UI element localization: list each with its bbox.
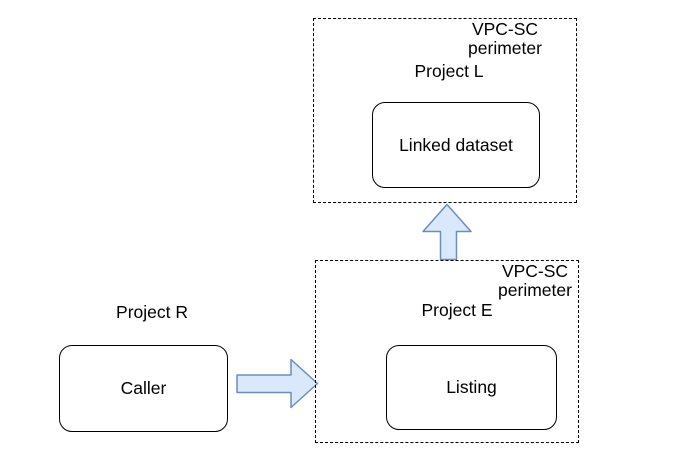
vpc-perimeter-bottom-label-line2: perimeter: [498, 280, 572, 300]
caller-node: Caller: [59, 345, 228, 432]
project-l-label: Project L: [414, 61, 484, 81]
arrow-up-listing-to-linked-dataset: [422, 203, 472, 261]
vpc-perimeter-bottom-label-line1: VPC-SC: [501, 261, 569, 281]
vpc-perimeter-bottom-label: VPC-SC perimeter: [455, 262, 615, 300]
vpc-perimeter-top-label-line1: VPC-SC: [471, 19, 539, 39]
vpc-perimeter-bottom: [315, 260, 579, 443]
project-r-label: Project R: [116, 302, 188, 322]
linked-dataset-node-label: Linked dataset: [399, 134, 513, 155]
vpc-perimeter-top-label: VPC-SC perimeter: [425, 20, 585, 58]
vpc-perimeter-top: [313, 18, 577, 203]
linked-dataset-node: Linked dataset: [372, 102, 540, 188]
project-e-label: Project E: [421, 300, 493, 320]
caller-node-label: Caller: [120, 378, 167, 398]
vpc-perimeter-top-label-line2: perimeter: [468, 38, 542, 58]
listing-node-label: Listing: [446, 377, 497, 397]
arrow-right-caller-to-listing: [236, 358, 319, 409]
listing-node: Listing: [386, 345, 557, 430]
